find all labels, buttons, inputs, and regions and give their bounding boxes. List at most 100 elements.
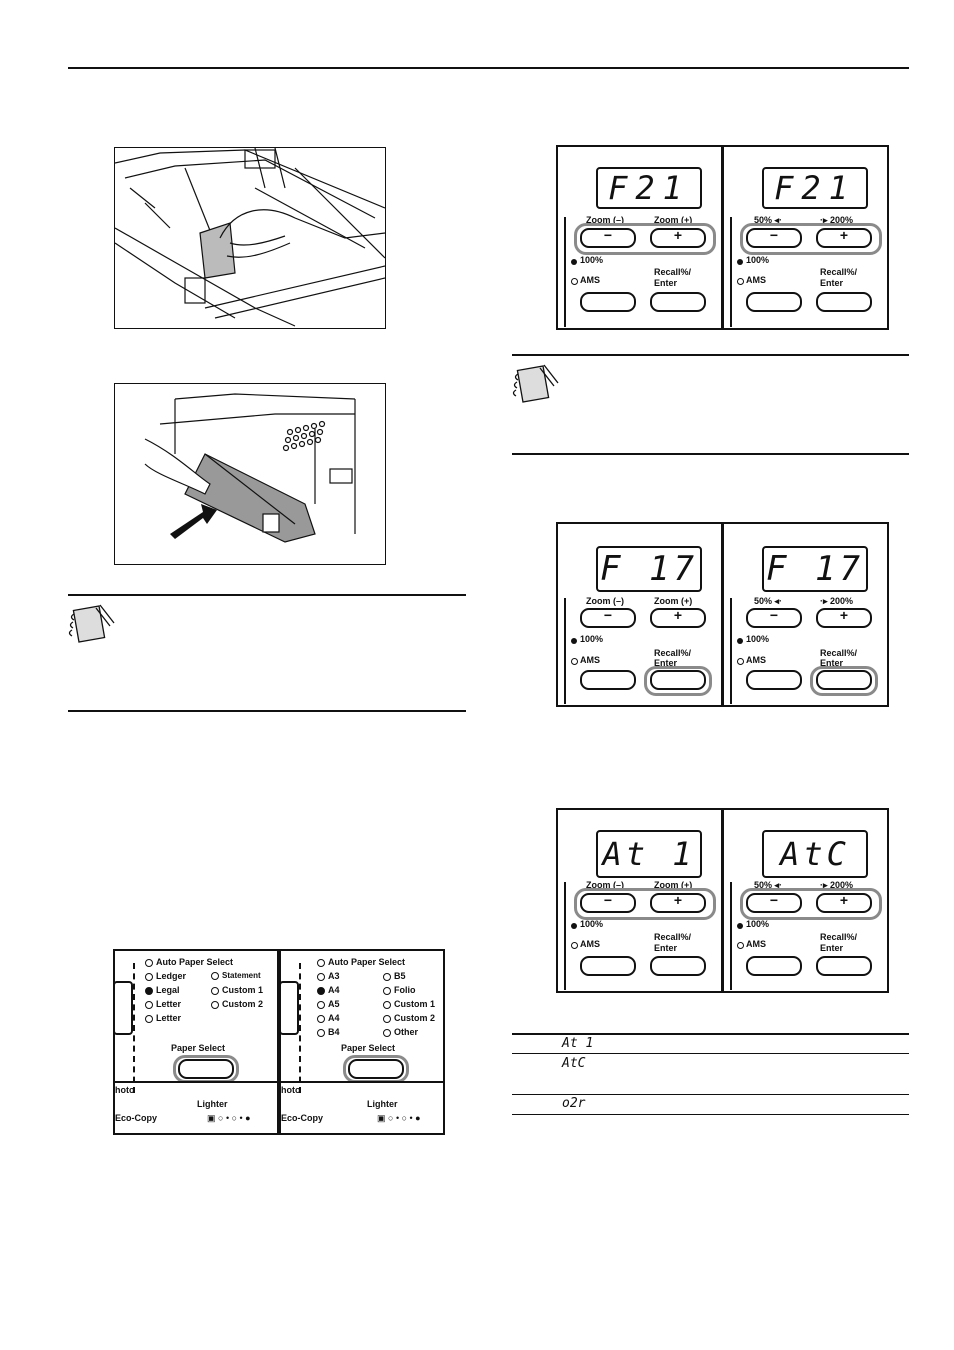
lcd-display: F 17 — [600, 549, 698, 589]
ams-label: AMS — [580, 939, 600, 949]
paper-item: Folio — [394, 985, 416, 995]
zoom-minus-button[interactable]: − — [746, 227, 802, 248]
zoom-plus-label: Zoom (+) — [654, 596, 693, 606]
enter-label: Enter — [820, 943, 844, 953]
ams-button[interactable] — [746, 670, 802, 690]
note-top-rule — [512, 354, 909, 356]
zoom-plus-button[interactable]: + — [650, 227, 706, 248]
zoom-plus-button[interactable]: + — [816, 892, 872, 913]
drawer-paper-illustration — [114, 147, 386, 329]
paper-item: Letter — [156, 1013, 182, 1023]
ams-button[interactable] — [580, 292, 636, 312]
enter-label: Enter — [654, 658, 678, 668]
pct200-label: ·▸ 200% — [820, 596, 854, 606]
pct100-label: 100% — [746, 255, 770, 265]
lcd-display: F21 — [608, 169, 690, 207]
note-bottom-rule — [68, 710, 466, 712]
lighter-label: Lighter — [197, 1099, 228, 1109]
pct100-label: 100% — [580, 919, 604, 929]
recall-label: Recall%/ — [654, 267, 692, 277]
operation-panel-at1: At 1 Zoom (–) Zoom (+) − + 100% AMS Reca… — [556, 808, 723, 993]
operation-panel-f21-metric: F21 50% ◂· ·▸ 200% − + 100% AMS Recall%/… — [722, 145, 889, 330]
zoom-plus-button[interactable]: + — [816, 607, 872, 628]
paper-select-label: Paper Select — [341, 1043, 396, 1053]
recall-enter-button[interactable] — [650, 292, 706, 312]
recall-label: Recall%/ — [820, 267, 858, 277]
zoom-plus-button[interactable]: + — [650, 607, 706, 628]
ams-button[interactable] — [746, 292, 802, 312]
note-icon — [68, 602, 116, 651]
ams-button[interactable] — [580, 670, 636, 690]
recall-enter-button[interactable] — [816, 956, 872, 976]
zoom-minus-button[interactable]: − — [580, 892, 636, 913]
paper-item: Letter — [156, 999, 182, 1009]
photo-label: hoto — [281, 1085, 301, 1095]
pct100-label: 100% — [580, 634, 604, 644]
lcd-display: At 1 — [602, 835, 696, 873]
table-row-rule — [512, 1053, 909, 1054]
paper-item: Statement — [222, 971, 261, 980]
zoom-plus-button[interactable]: + — [816, 227, 872, 248]
operation-panel-f21-inch: F21 Zoom (–) Zoom (+) − + 100% AMS Recal… — [556, 145, 723, 330]
drawer-insert-illustration — [114, 383, 386, 565]
lcd-display: F 17 — [766, 549, 864, 589]
zoom-minus-button[interactable]: − — [746, 892, 802, 913]
code-atc: AtC — [562, 1056, 586, 1071]
lcd-display: AtC — [780, 835, 850, 873]
recall-label: Recall%/ — [654, 932, 692, 942]
zoom-minus-label: Zoom (–) — [586, 215, 624, 225]
ams-button[interactable] — [746, 956, 802, 976]
auto-paper-select-label: Auto Paper Select — [328, 957, 406, 967]
ams-button[interactable] — [580, 956, 636, 976]
ams-label: AMS — [746, 275, 766, 285]
recall-enter-button[interactable] — [650, 670, 706, 690]
recall-enter-button[interactable] — [816, 670, 872, 690]
pct100-label: 100% — [746, 919, 770, 929]
paper-item: A4 — [328, 985, 340, 995]
table-bottom-rule — [512, 1114, 909, 1115]
pct100-label: 100% — [746, 634, 770, 644]
enter-label: Enter — [820, 658, 844, 668]
paper-item: Custom 2 — [222, 999, 264, 1009]
paper-item: A3 — [328, 971, 340, 981]
zoom-minus-button[interactable]: − — [580, 607, 636, 628]
auto-paper-select-label: Auto Paper Select — [156, 957, 234, 967]
zoom-plus-button[interactable]: + — [650, 892, 706, 913]
eco-copy-label: Eco-Copy — [281, 1113, 324, 1123]
note-icon — [512, 362, 560, 411]
zoom-minus-button[interactable]: − — [580, 227, 636, 248]
enter-label: Enter — [654, 278, 678, 288]
operation-panel-f17-metric: F 17 50% ◂· ·▸ 200% − + 100% AMS Recall%… — [722, 522, 889, 707]
paper-select-button[interactable] — [178, 1059, 234, 1079]
pct100-label: 100% — [580, 255, 604, 265]
paper-item: B4 — [328, 1027, 340, 1037]
recall-enter-button[interactable] — [816, 292, 872, 312]
pct200-label: ·▸ 200% — [820, 215, 854, 225]
paper-select-panel-inch: Auto Paper Select Ledger Legal Letter Le… — [113, 949, 279, 1135]
paper-select-panel-metric: Auto Paper Select A3 A4 A5 A4 B4 B5 Foli… — [279, 949, 445, 1135]
zoom-plus-label: Zoom (+) — [654, 880, 693, 890]
eco-copy-label: Eco-Copy — [115, 1113, 158, 1123]
recall-label: Recall%/ — [654, 648, 692, 658]
pct200-label: ·▸ 200% — [820, 880, 854, 890]
table-row-rule — [512, 1094, 909, 1095]
top-rule — [68, 67, 909, 69]
enter-label: Enter — [820, 278, 844, 288]
note-top-rule — [68, 594, 466, 596]
recall-enter-button[interactable] — [650, 956, 706, 976]
enter-label: Enter — [654, 943, 678, 953]
lcd-display: F21 — [774, 169, 856, 207]
paper-item: Ledger — [156, 971, 187, 981]
note-bottom-rule — [512, 453, 909, 455]
zoom-minus-button[interactable]: − — [746, 607, 802, 628]
photo-label: hoto — [115, 1085, 135, 1095]
paper-select-button[interactable] — [348, 1059, 404, 1079]
ams-label: AMS — [746, 939, 766, 949]
ams-label: AMS — [580, 655, 600, 665]
paper-item: A4 — [328, 1013, 340, 1023]
ams-label: AMS — [580, 275, 600, 285]
table-top-rule — [512, 1033, 909, 1035]
code-o2r: o2r — [562, 1096, 586, 1111]
pct50-label: 50% ◂· — [754, 596, 783, 606]
pct50-label: 50% ◂· — [754, 215, 783, 225]
